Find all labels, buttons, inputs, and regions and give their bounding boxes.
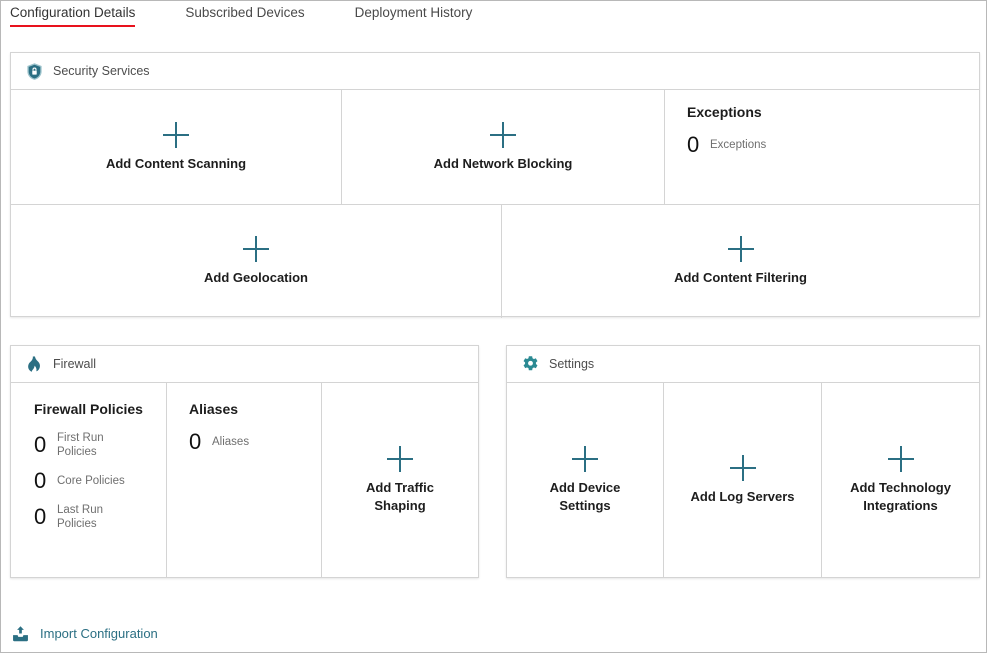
add-geolocation-label: Add Geolocation <box>204 270 308 286</box>
tab-deployment-history[interactable]: Deployment History <box>355 1 473 27</box>
exceptions-count: 0 <box>687 132 700 157</box>
add-geolocation-card[interactable]: Add Geolocation <box>11 205 502 318</box>
security-services-title: Security Services <box>53 64 150 78</box>
import-configuration-link[interactable]: Import Configuration <box>11 624 158 643</box>
plus-icon <box>163 121 189 148</box>
tab-deployment-history-label: Deployment History <box>354 5 473 20</box>
add-log-servers-label: Add Log Servers <box>690 489 795 505</box>
add-technology-integrations-card[interactable]: Add Technology Integrations <box>822 383 979 578</box>
security-services-panel: Security Services Add Content Scanning A… <box>10 52 980 318</box>
firewall-cards-row: Firewall Policies 0 First Run Policies 0… <box>11 383 478 578</box>
exceptions-heading: Exceptions <box>687 104 762 120</box>
add-device-settings-card[interactable]: Add Device Settings <box>507 383 664 578</box>
exceptions-label: Exceptions <box>710 138 767 151</box>
aliases-heading: Aliases <box>189 401 239 417</box>
add-network-blocking-card[interactable]: Add Network Blocking <box>342 90 665 204</box>
add-log-servers-card[interactable]: Add Log Servers <box>664 383 822 578</box>
import-tray-up-arrow-icon <box>11 624 30 643</box>
core-policies-label: Core Policies <box>57 475 125 488</box>
aliases-card[interactable]: Aliases 0 Aliases <box>167 383 322 578</box>
first-run-policies-count: 0 <box>34 432 47 458</box>
import-configuration-label: Import Configuration <box>40 626 158 641</box>
last-run-policies-label: Last Run Policies <box>57 504 104 531</box>
add-device-settings-label: Add Device Settings <box>549 480 621 513</box>
settings-panel: Settings Add Device Settings Add Log Ser… <box>506 345 980 578</box>
settings-cards-row: Add Device Settings Add Log Servers Add … <box>507 383 979 578</box>
tab-subscribed-devices-label: Subscribed Devices <box>185 5 305 20</box>
plus-icon <box>572 446 598 473</box>
gear-icon <box>521 355 540 374</box>
plus-icon <box>887 446 914 473</box>
exceptions-stat-row: 0 Exceptions <box>687 134 979 156</box>
shield-lock-icon <box>25 62 44 81</box>
aliases-label: Aliases <box>212 435 250 448</box>
last-run-policies-count: 0 <box>34 504 47 530</box>
firewall-title: Firewall <box>53 357 97 371</box>
stat-core-policies: 0 Core Policies <box>34 470 166 492</box>
add-traffic-shaping-card[interactable]: Add Traffic Shaping <box>322 383 478 578</box>
settings-title: Settings <box>549 357 595 371</box>
stat-last-run-policies: 0 Last Run Policies <box>34 503 166 531</box>
add-content-scanning-label: Add Content Scanning <box>105 155 247 171</box>
tab-configuration-details-label: Configuration Details <box>10 5 136 20</box>
plus-icon <box>729 455 756 482</box>
stat-first-run-policies: 0 First Run Policies <box>34 431 166 459</box>
firewall-header: Firewall <box>11 346 478 383</box>
settings-header: Settings <box>507 346 979 383</box>
plus-icon <box>490 121 516 148</box>
first-run-policies-label: First Run Policies <box>57 432 104 459</box>
tab-subscribed-devices[interactable]: Subscribed Devices <box>185 1 304 27</box>
plus-icon <box>727 236 754 263</box>
add-network-blocking-label: Add Network Blocking <box>433 155 573 171</box>
aliases-stat-row: 0 Aliases <box>189 431 321 453</box>
add-technology-integrations-label: Add Technology Integrations <box>850 480 951 513</box>
tab-bar: Configuration Details Subscribed Devices… <box>1 1 986 33</box>
add-content-filtering-label: Add Content Filtering <box>674 270 807 286</box>
security-services-row-2: Add Geolocation Add Content Filtering <box>11 204 979 318</box>
security-services-header: Security Services <box>11 53 979 90</box>
add-content-scanning-card[interactable]: Add Content Scanning <box>11 90 342 204</box>
plus-icon <box>387 446 413 473</box>
add-content-filtering-card[interactable]: Add Content Filtering <box>502 205 979 318</box>
aliases-count: 0 <box>189 429 202 454</box>
exceptions-card[interactable]: Exceptions 0 Exceptions <box>665 90 979 204</box>
plus-icon <box>243 236 269 263</box>
core-policies-count: 0 <box>34 468 47 494</box>
add-traffic-shaping-label: Add Traffic Shaping <box>366 480 434 513</box>
tab-configuration-details[interactable]: Configuration Details <box>10 1 136 27</box>
flame-icon <box>25 355 44 374</box>
firewall-policies-card[interactable]: Firewall Policies 0 First Run Policies 0… <box>11 383 167 578</box>
firewall-panel: Firewall Firewall Policies 0 First Run P… <box>10 345 479 578</box>
security-services-row-1: Add Content Scanning Add Network Blockin… <box>11 90 979 204</box>
firewall-policies-heading: Firewall Policies <box>34 401 143 417</box>
